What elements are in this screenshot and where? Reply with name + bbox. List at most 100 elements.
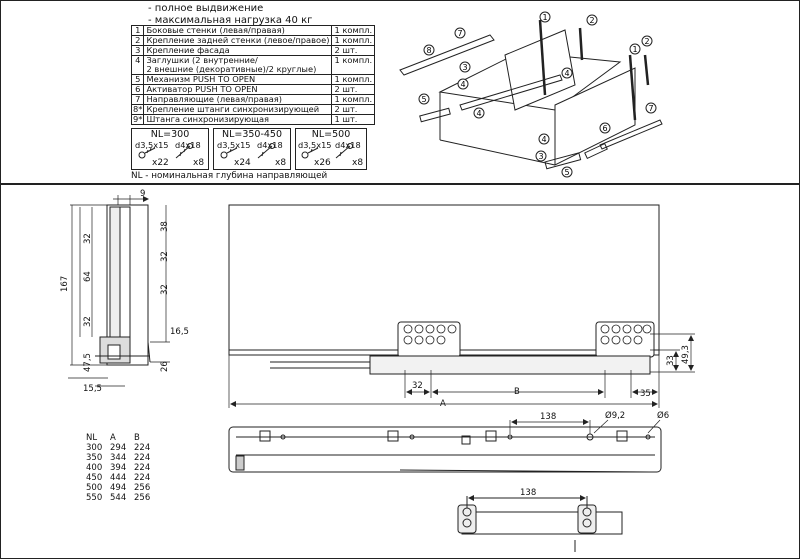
svg-text:Ø6: Ø6 — [657, 410, 669, 421]
screw-b-qty: x8 — [193, 158, 205, 168]
callout-7: 7 — [454, 27, 466, 39]
svg-text:7: 7 — [457, 29, 462, 38]
spec-line-2: - максимальная нагрузка 40 кг — [148, 15, 313, 26]
nl-table-cell: 500 — [86, 483, 103, 493]
front-view-dims — [228, 333, 695, 408]
screw-b-qty: x8 — [352, 158, 364, 168]
svg-text:4: 4 — [541, 135, 546, 144]
svg-text:4: 4 — [460, 80, 465, 89]
side-view — [95, 204, 151, 366]
nl-table-cell: 344 — [110, 453, 127, 463]
svg-text:B: B — [514, 387, 520, 397]
spec-line-1: - полное выдвижение — [148, 3, 264, 14]
side-view-dims — [68, 195, 170, 387]
svg-text:138: 138 — [520, 488, 536, 498]
callout-2b: 2 — [641, 35, 653, 47]
nl-table-cell: 224 — [134, 463, 151, 473]
front-view-labels: 32 B 35 A 33 49,3 — [412, 345, 691, 409]
callout-2: 2 — [586, 14, 598, 26]
part-name: Заглушки (2 внутренние/ 2 внешние (декор… — [143, 55, 333, 75]
svg-text:15,5: 15,5 — [83, 384, 102, 394]
screw-kit-title: NL=500 — [311, 129, 351, 140]
callout-3: 3 — [459, 61, 471, 73]
side-view-labels: 9 167 64 32 32 38 32 32 16,5 47,5 26 15,… — [60, 189, 189, 394]
nl-table-cell: 450 — [86, 473, 103, 483]
svg-text:A: A — [440, 399, 446, 409]
nl-table-cell: 224 — [134, 473, 151, 483]
svg-text:16,5: 16,5 — [170, 327, 189, 337]
nl-table-cell: 294 — [110, 443, 127, 453]
svg-text:35: 35 — [640, 389, 651, 399]
callout-5b: 5 — [561, 166, 573, 178]
screw-icons — [138, 143, 353, 159]
screw-a: d3,5x15 — [217, 140, 251, 150]
callout-7b: 7 — [645, 102, 657, 114]
nl-table-cell: 256 — [134, 483, 151, 493]
svg-text:Ø9,2: Ø9,2 — [605, 410, 625, 421]
screw-b-qty: x8 — [275, 158, 287, 168]
runner-view — [228, 426, 662, 473]
screw-a-qty: x24 — [234, 158, 251, 168]
nl-header: NL — [86, 433, 98, 443]
callout-1: 1 — [539, 11, 551, 23]
a-header: A — [110, 433, 116, 443]
part-number: 9* — [130, 114, 145, 125]
callout-4c: 4 — [473, 107, 485, 119]
nl-note: NL - номинальная глубина направляющей — [131, 171, 328, 181]
nl-table-cell: 550 — [86, 493, 103, 503]
callout-4b: 4 — [561, 67, 573, 79]
svg-text:8: 8 — [426, 46, 431, 55]
svg-text:2: 2 — [589, 16, 594, 25]
runner-dims — [509, 419, 661, 434]
locking-device-detail — [457, 495, 623, 552]
part-name: Штанга синхронизирующая — [143, 114, 333, 125]
nl-table-cell: 394 — [110, 463, 127, 473]
nl-table-cell: 300 — [86, 443, 103, 453]
nl-table-cell: 224 — [134, 443, 151, 453]
nl-table-cell: 256 — [134, 493, 151, 503]
screw-a: d3,5x15 — [135, 140, 169, 150]
svg-text:4: 4 — [564, 69, 569, 78]
svg-text:32: 32 — [160, 284, 170, 295]
b-header: B — [134, 433, 140, 443]
svg-text:64: 64 — [83, 271, 93, 282]
nl-table-row: 350 344 224 — [86, 453, 158, 463]
svg-text:26: 26 — [160, 361, 170, 372]
nl-table-row: 300 294 224 — [86, 443, 158, 453]
nl-table-cell: 444 — [110, 473, 127, 483]
screw-kit-title: NL=300 — [150, 129, 190, 140]
svg-text:38: 38 — [160, 221, 170, 232]
callout-3b: 3 — [535, 150, 547, 162]
callout-4: 4 — [457, 78, 469, 90]
svg-text:32: 32 — [83, 316, 93, 327]
callout-6: 6 — [599, 122, 611, 134]
svg-text:2: 2 — [644, 37, 649, 46]
nl-table-row: 550 544 256 — [86, 493, 158, 503]
svg-text:167: 167 — [60, 276, 70, 292]
nl-table-cell: 350 — [86, 453, 103, 463]
svg-text:33: 33 — [666, 355, 676, 366]
svg-text:1: 1 — [542, 13, 547, 22]
nl-table-row: 500 494 256 — [86, 483, 158, 493]
nl-table-cell: 544 — [110, 493, 127, 503]
front-view — [228, 204, 660, 375]
exploded-assembly — [399, 19, 663, 170]
callout-8: 8 — [423, 44, 435, 56]
callout-4d: 4 — [538, 133, 550, 145]
svg-text:7: 7 — [648, 104, 653, 113]
svg-text:3: 3 — [538, 152, 543, 161]
svg-text:5: 5 — [421, 95, 426, 104]
nl-table-cell: 224 — [134, 453, 151, 463]
callout-5: 5 — [418, 93, 430, 105]
nl-table-cell: 494 — [110, 483, 127, 493]
detail-labels: 138 — [520, 488, 536, 498]
screw-a: d3,5x15 — [298, 140, 332, 150]
svg-text:32: 32 — [412, 381, 423, 391]
svg-text:47,5: 47,5 — [83, 353, 93, 372]
svg-text:3: 3 — [462, 63, 467, 72]
svg-text:6: 6 — [602, 124, 607, 133]
